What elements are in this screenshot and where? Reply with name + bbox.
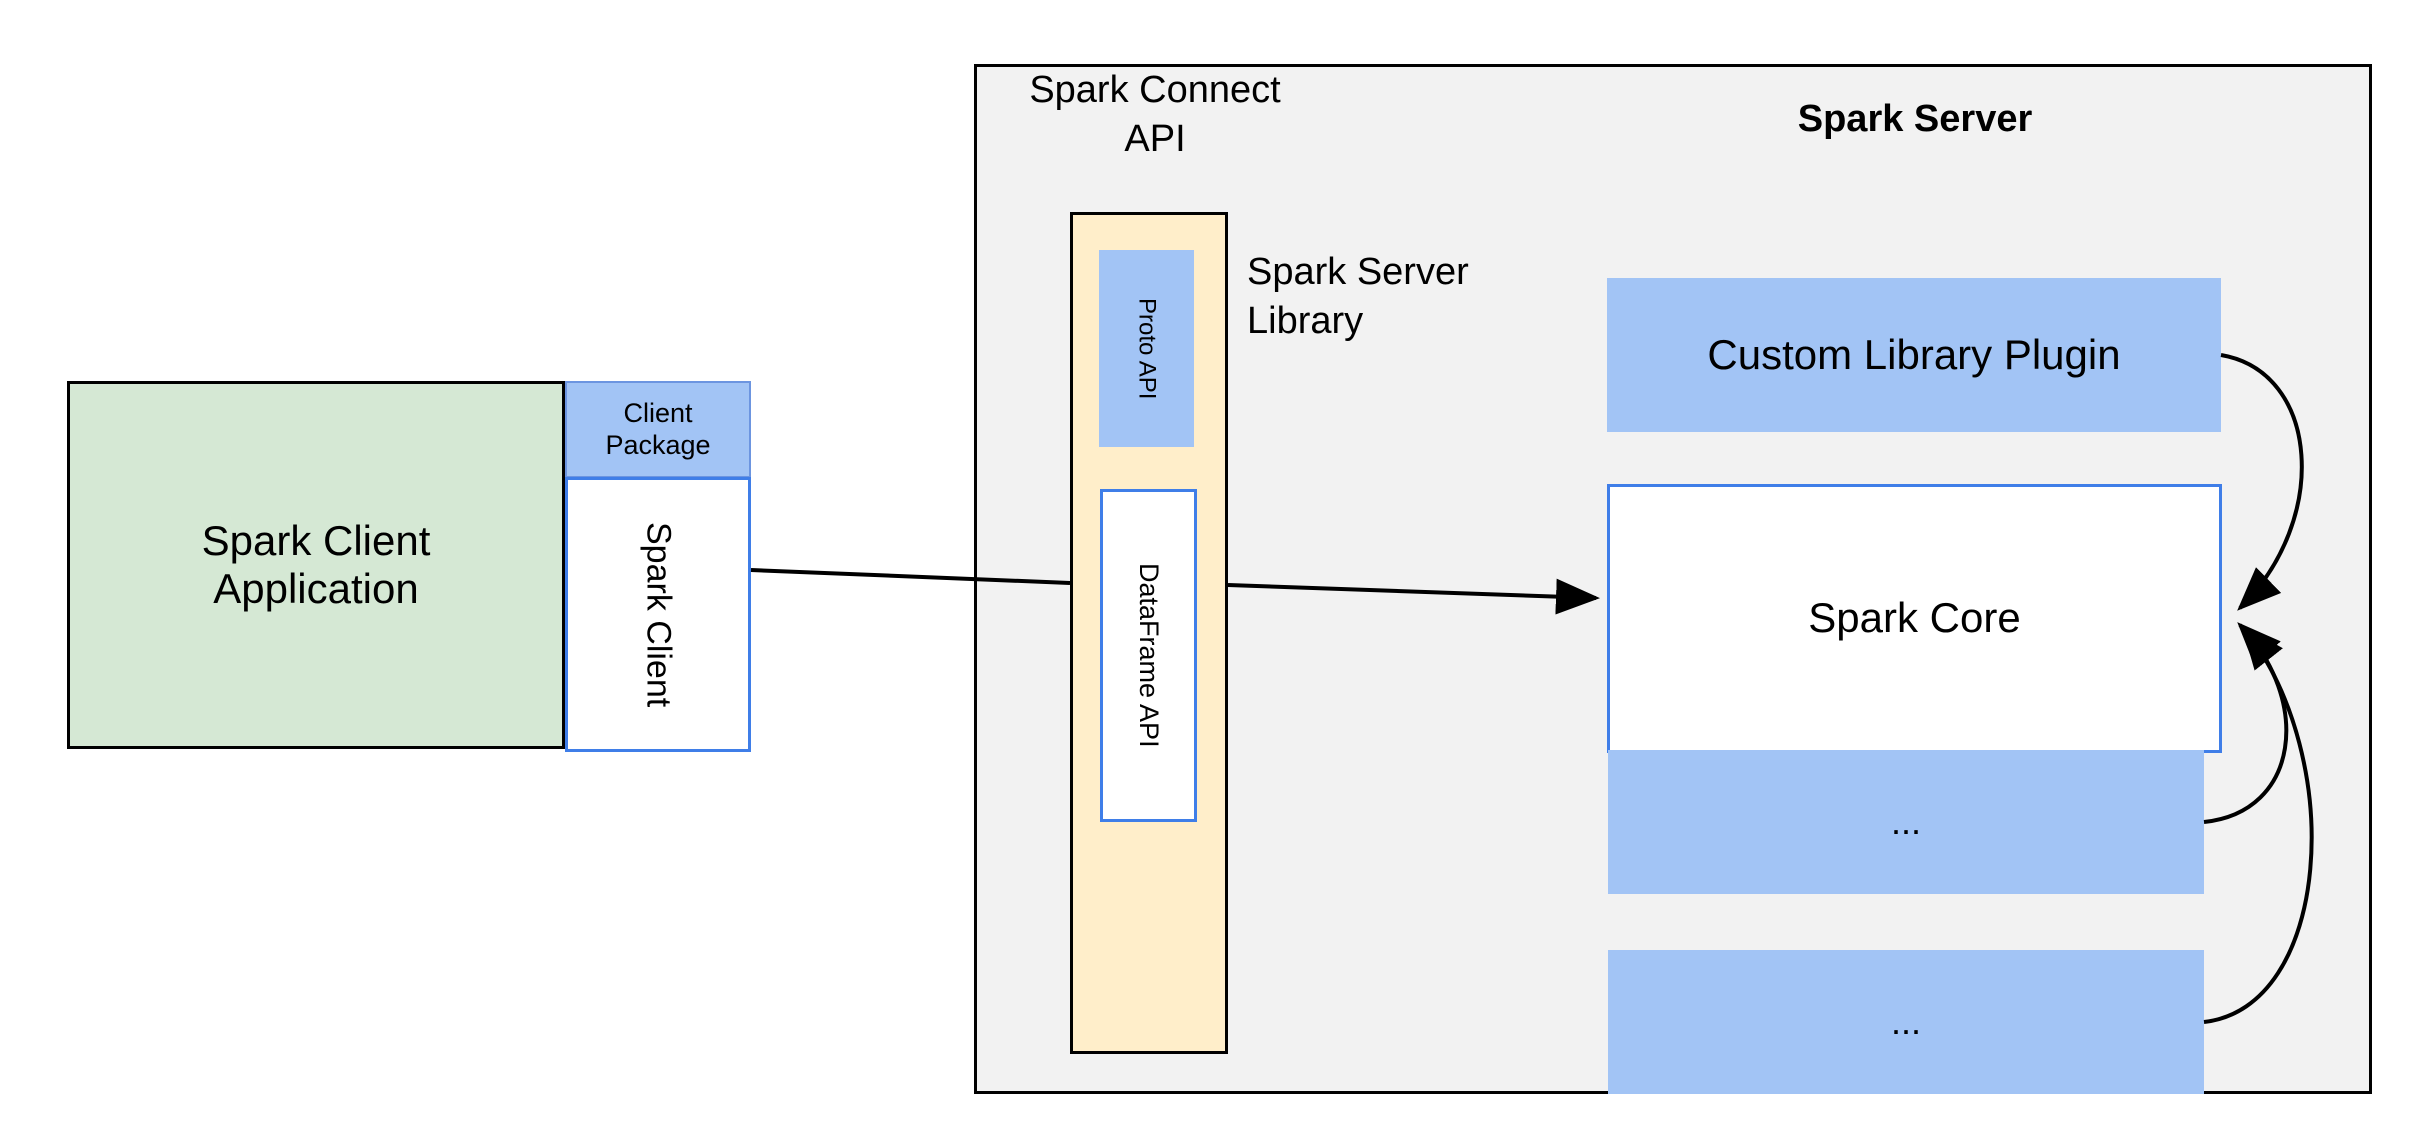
spark-core-label: Spark Core xyxy=(1808,594,2021,642)
spark-connect-api-label-line2: API xyxy=(1124,117,1186,160)
spark-server-library-label-line2: Library xyxy=(1247,299,1364,342)
spark-core-box[interactable]: Spark Core xyxy=(1607,484,2222,753)
server-component-placeholder-1-label: ... xyxy=(1890,801,1921,843)
client-package-label-line1: Client xyxy=(623,398,693,429)
spark-server-library-label: Spark Server Library xyxy=(1247,248,1577,345)
spark-server-title: Spark Server xyxy=(1797,98,2033,140)
proto-api-label: Proto API xyxy=(1133,297,1161,400)
server-component-placeholder-2-label: ... xyxy=(1890,1001,1921,1043)
custom-library-plugin-box[interactable]: Custom Library Plugin xyxy=(1607,278,2221,432)
spark-client-application-label: Spark Client Application xyxy=(190,517,443,614)
client-package-label: Client Package xyxy=(605,398,710,460)
spark-client-label: Spark Client xyxy=(639,521,678,708)
dataframe-api-label: DataFrame API xyxy=(1134,563,1165,748)
dataframe-api-box[interactable]: DataFrame API xyxy=(1100,489,1197,822)
spark-client-application-box[interactable]: Spark Client Application xyxy=(67,381,565,749)
spark-server-library-label-line1: Spark Server xyxy=(1247,251,1469,293)
spark-client-application-label-line2: Application xyxy=(213,565,419,612)
spark-connect-api-label-line1: Spark Connect xyxy=(1029,69,1281,111)
client-package-label-line2: Package xyxy=(605,429,711,460)
proto-api-box[interactable]: Proto API xyxy=(1099,250,1194,447)
spark-client-application-label-line1: Spark Client xyxy=(201,516,431,564)
spark-connect-api-label: Spark Connect API xyxy=(1010,66,1300,163)
custom-library-plugin-label: Custom Library Plugin xyxy=(1707,330,2121,378)
spark-client-box[interactable]: Spark Client xyxy=(565,477,751,752)
server-component-placeholder-1[interactable]: ... xyxy=(1608,750,2204,894)
server-component-placeholder-2[interactable]: ... xyxy=(1608,950,2204,1094)
client-package-box[interactable]: Client Package xyxy=(565,381,751,478)
